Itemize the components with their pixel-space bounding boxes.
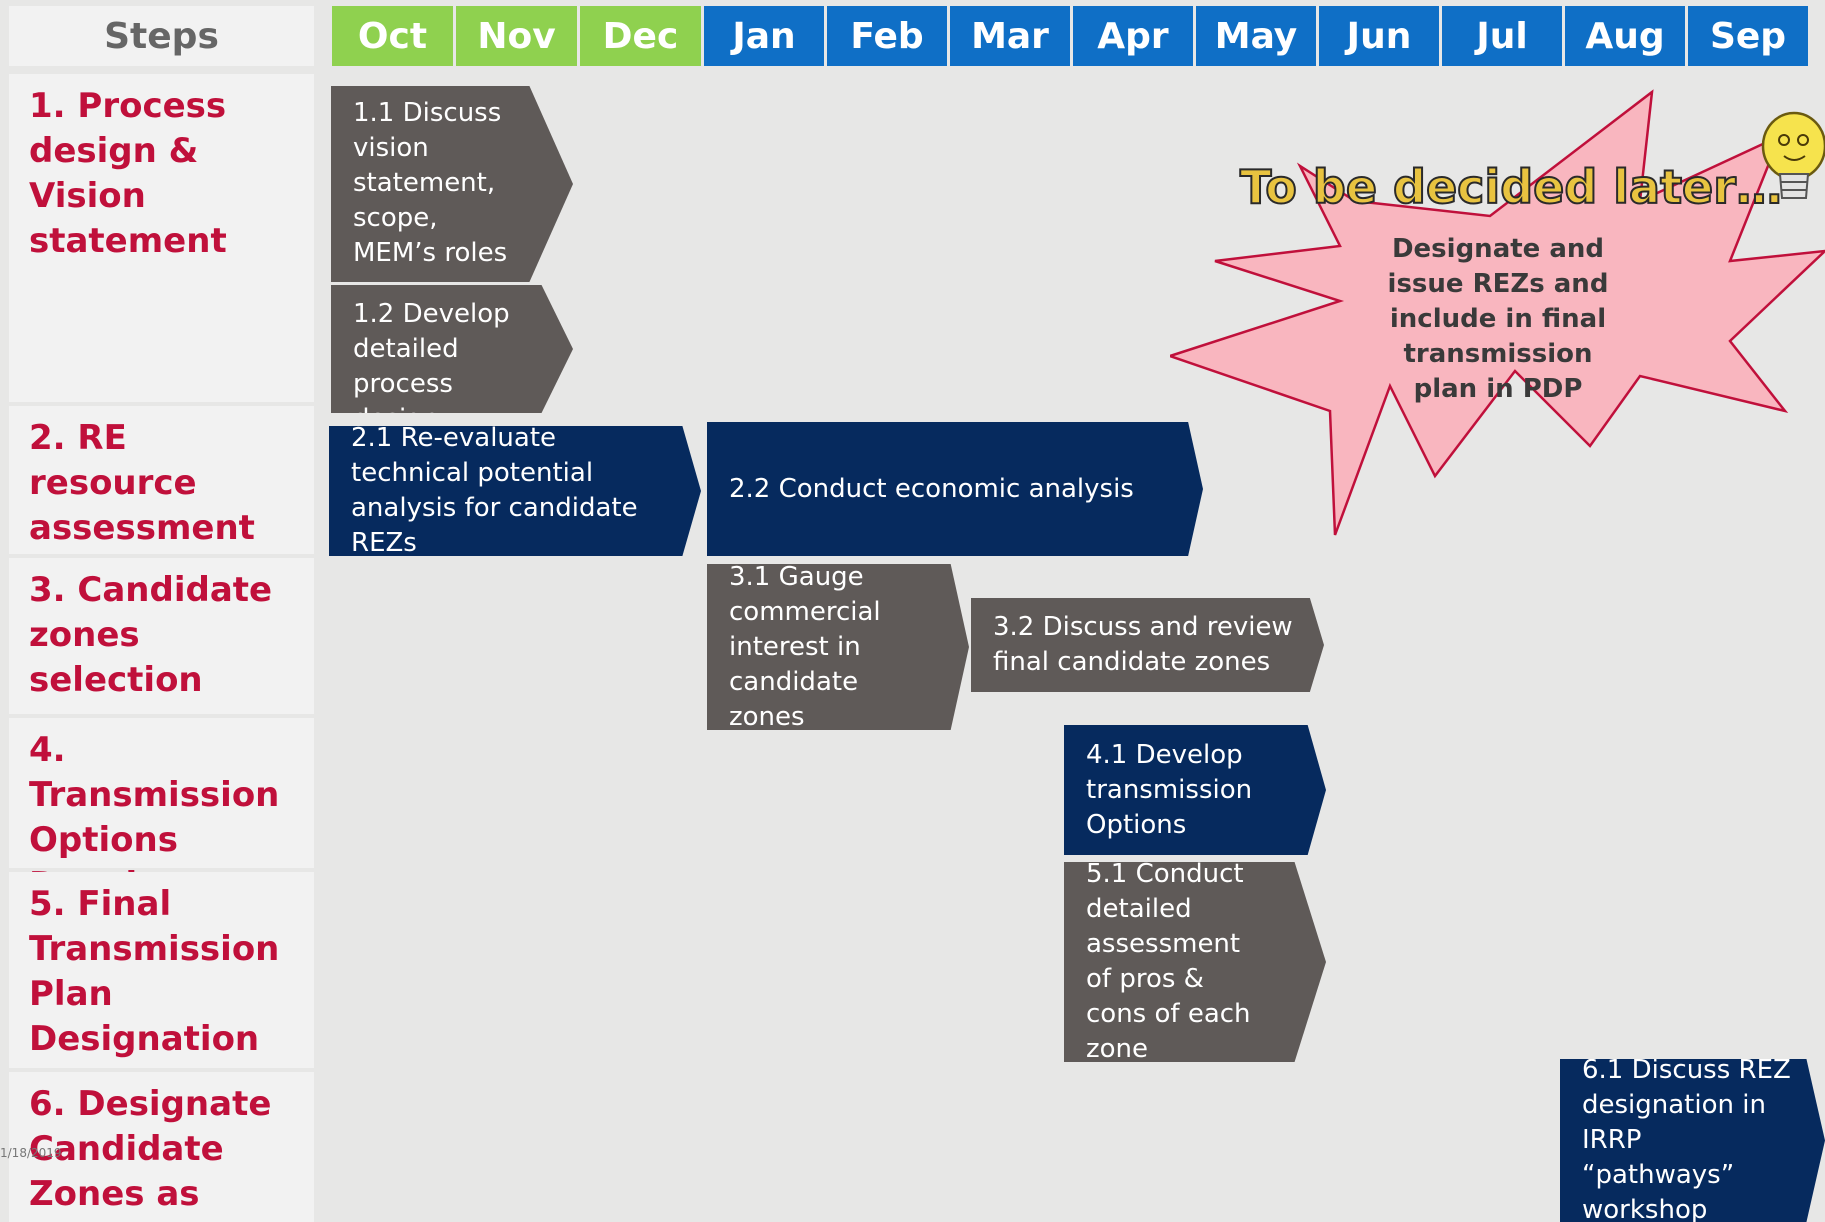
starburst-callout (1170, 89, 1825, 536)
month-header-jul: Jul (1442, 6, 1562, 66)
month-header-nov: Nov (456, 6, 577, 66)
task-2-2: 2.2 Conduct economic analysis (707, 422, 1203, 556)
lightbulb-icon (1761, 111, 1825, 199)
slide-date: 1/18/2019 (0, 1146, 62, 1160)
task-3-2: 3.2 Discuss and review final candidate z… (971, 598, 1324, 692)
callout-body: Designate and issue REZs and include in … (1387, 234, 1609, 404)
month-header-sep: Sep (1688, 6, 1808, 66)
step-6-label: 6. Designate Candidate Zones as REZs (9, 1072, 314, 1222)
step-5-label: 5. Final Transmission Plan Designation (9, 872, 314, 1068)
month-header-jan: Jan (704, 6, 824, 66)
step-1-label: 1. Process design & Vision statement (9, 74, 314, 402)
month-header-feb: Feb (827, 6, 947, 66)
month-header-may: May (1196, 6, 1316, 66)
task-4-1: 4.1 Develop transmission Options (1064, 725, 1326, 855)
callout-headline: To be decided later… (1239, 159, 1783, 215)
month-header-jun: Jun (1319, 6, 1439, 66)
task-5-1: 5.1 Conduct detailed assessment of pros … (1064, 862, 1326, 1062)
month-header-aug: Aug (1565, 6, 1685, 66)
steps-column-header: Steps (9, 6, 314, 66)
task-2-1: 2.1 Re-evaluate technical potential anal… (329, 426, 701, 556)
task-1-1: 1.1 Discuss vision statement, scope, MEM… (331, 86, 573, 282)
task-3-1: 3.1 Gauge commercial interest in candida… (707, 564, 969, 730)
step-3-label: 3. Candidate zones selection (9, 558, 314, 714)
month-header-dec: Dec (580, 6, 701, 66)
step-2-label: 2. RE resource assessment (9, 406, 314, 554)
month-header-mar: Mar (950, 6, 1070, 66)
month-header-oct: Oct (332, 6, 453, 66)
task-6-1: 6.1 Discuss REZ designation in IRRP “pat… (1560, 1059, 1825, 1222)
task-1-2: 1.2 Develop detailed process design (331, 285, 573, 413)
month-header-apr: Apr (1073, 6, 1193, 66)
starburst-shape (1170, 89, 1825, 536)
step-4-label: 4. Transmission Options Development (9, 718, 314, 905)
